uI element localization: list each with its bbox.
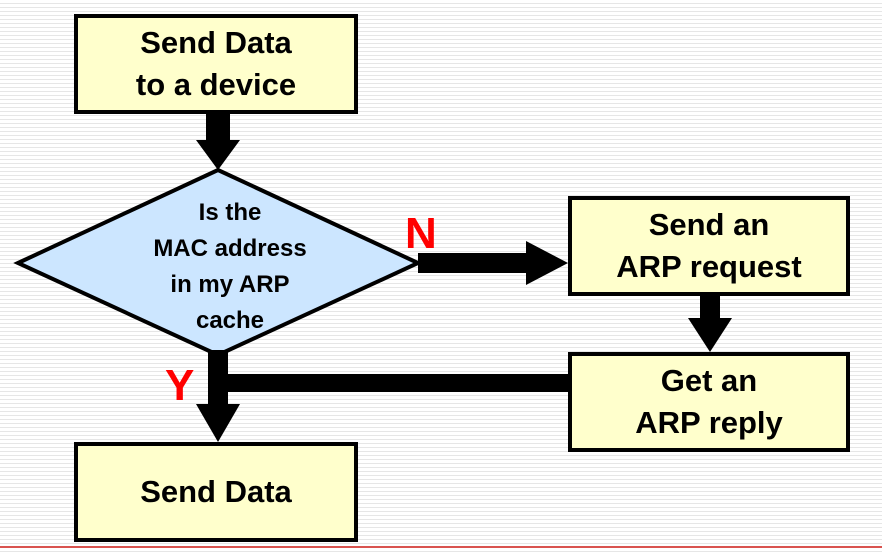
line-reply-to-yes [218, 374, 568, 392]
arrow-shaft-yes [208, 350, 228, 406]
arrow-shaft-request-reply [700, 296, 720, 318]
process-label: Send Data to a device [135, 25, 297, 102]
arrow-head-no [526, 241, 568, 285]
branch-label-no: N [405, 209, 437, 258]
arrow-shaft-no [418, 253, 526, 273]
process-label: Send an ARP request [616, 207, 802, 284]
process-label: Get an ARP reply [635, 363, 783, 440]
arrow-head-top [196, 140, 240, 170]
process-label: Send Data [140, 474, 292, 510]
arrow-head-request-reply [688, 318, 732, 352]
arrow-head-yes [196, 404, 240, 442]
process-send-data: Send Data [74, 442, 358, 542]
process-get-arp-reply: Get an ARP reply [568, 352, 850, 452]
decision-label: Is the MAC address in my ARP cache [153, 199, 307, 334]
process-send-data-to-device: Send Data to a device [74, 14, 358, 114]
bottom-divider [0, 546, 882, 548]
arrow-shaft-top [206, 114, 230, 140]
process-send-arp-request: Send an ARP request [568, 196, 850, 296]
branch-label-yes: Y [165, 361, 195, 410]
